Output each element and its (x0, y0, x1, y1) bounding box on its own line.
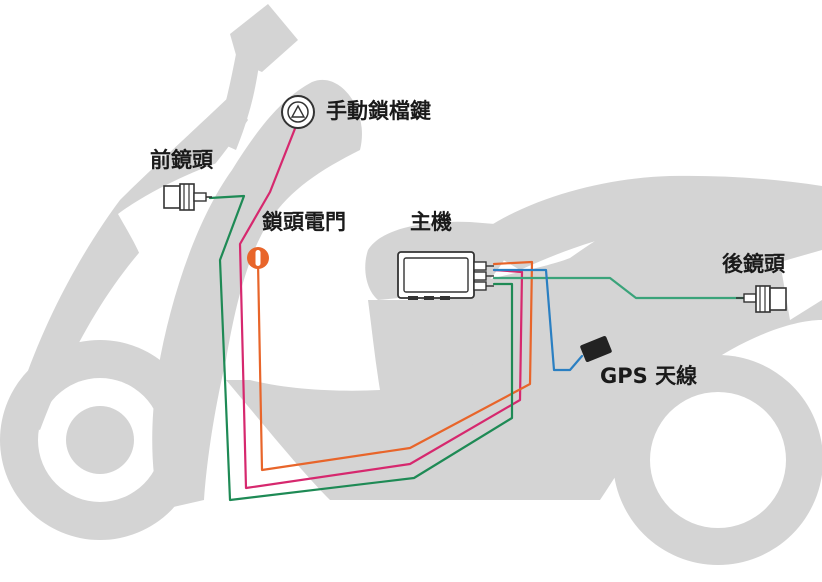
gps-antenna-icon (580, 336, 612, 362)
warning-triangle-icon (290, 104, 306, 118)
wire-front-camera (208, 194, 514, 502)
wiring (208, 124, 746, 502)
front-camera-icon (163, 183, 212, 211)
wire-gps (492, 268, 584, 372)
scooter-silhouette (0, 4, 822, 565)
label-front-camera: 前鏡頭 (150, 148, 213, 172)
wire-manual-lock (238, 124, 524, 490)
label-main-unit: 主機 (410, 210, 452, 234)
silhouette-details (118, 160, 822, 320)
label-ignition-wire: 鎖頭電門 (262, 210, 346, 234)
label-gps-antenna: GPS 天線 (600, 364, 698, 388)
ignition-marker (247, 247, 269, 269)
wire-ignition (256, 260, 534, 472)
label-rear-camera: 後鏡頭 (722, 252, 785, 276)
main-unit-icon (397, 251, 494, 300)
label-manual-lock-button: 手動鎖檔鍵 (326, 99, 431, 123)
wire-rear-camera (492, 276, 746, 300)
manual-lock-button (281, 95, 315, 129)
rear-camera-icon (736, 285, 787, 313)
